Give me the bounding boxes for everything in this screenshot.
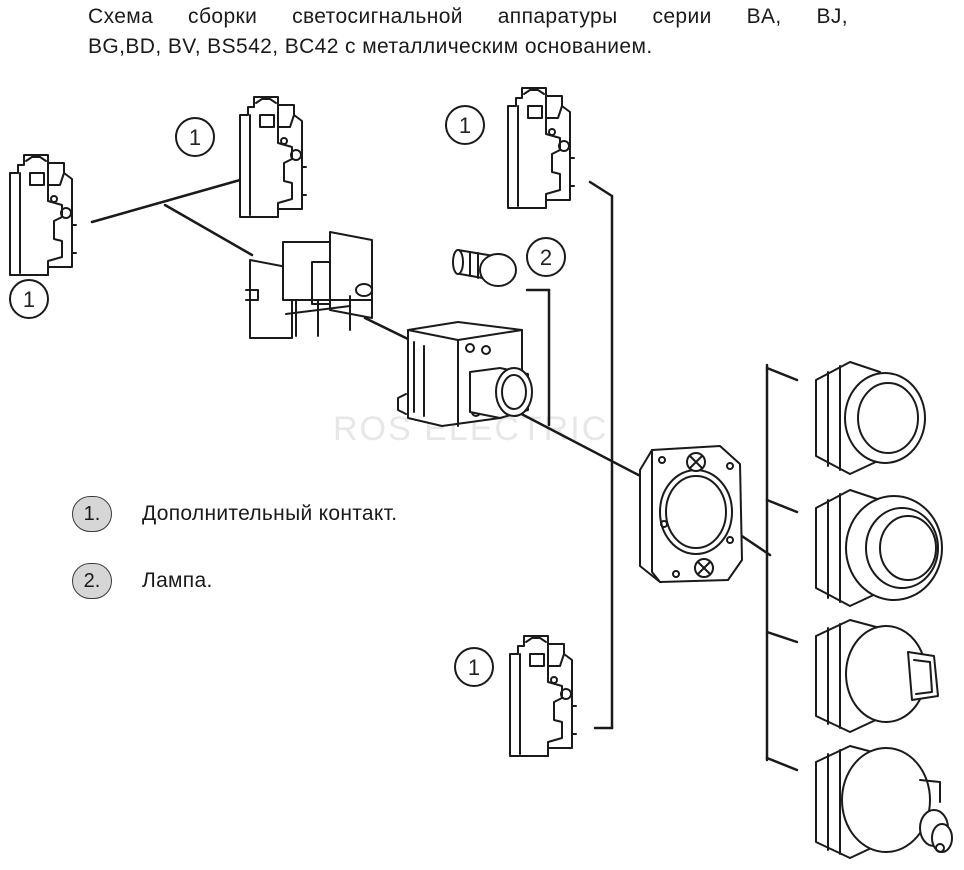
diagram-title: Схема сборки светосигнальной аппаратуры … [88,2,848,62]
callout-number: 1 [189,125,201,150]
key-switch-head [815,745,953,859]
title-line-2: BG,BD, BV, BS542, BC42 с металлическим о… [88,35,653,58]
callout-number: 2 [540,245,552,270]
legend-label: Лампа. [142,569,213,592]
legend-badge: 1. [72,496,112,532]
lamp-holder-frame [245,231,373,339]
callout-1-bottom: 1 [454,647,494,687]
title-line-1: Схема сборки светосигнальной аппаратуры … [88,5,848,28]
aux-contact-left [9,154,77,276]
selector-switch-head [815,619,939,733]
pushbutton-illuminated-head [815,489,943,607]
legend-item-aux-contact: 1. Дополнительный контакт. [72,494,397,534]
aux-contact-top-right [507,87,575,209]
callout-number: 1 [459,113,471,138]
callout-2-lamp: 2 [526,237,566,277]
callout-number: 1 [468,655,480,680]
callout-1-top-left: 1 [175,117,215,157]
aux-contact-top-left [239,96,307,218]
aux-contact-bottom [509,635,577,757]
mounting-base [639,445,743,583]
legend-label: Дополнительный контакт. [142,502,398,525]
legend-item-lamp: 2. Лампа. [72,561,213,601]
pushbutton-flush-head [815,361,926,475]
callout-1-left: 1 [9,279,49,319]
lamp-socket-module [397,321,533,427]
callout-1-top-right: 1 [445,105,485,145]
lamp [452,249,517,287]
legend-badge: 2. [72,563,112,599]
callout-number: 1 [23,287,35,312]
connection-lines [90,178,799,772]
